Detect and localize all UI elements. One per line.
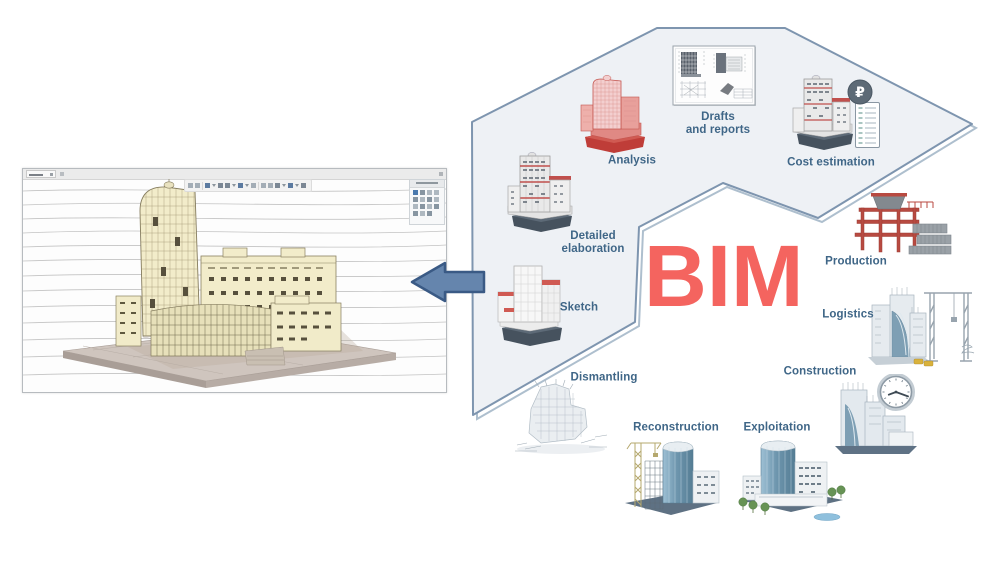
wall-tool-icon (218, 183, 223, 188)
svg-text:₽: ₽ (855, 85, 865, 101)
dismantling-ruin-illustration (515, 379, 608, 454)
undo-icon (188, 183, 193, 188)
redo-icon (195, 183, 200, 188)
polyline-tool-icon[interactable] (427, 197, 432, 202)
stage-label-logistics: Logistics (822, 308, 874, 321)
trim-tool-icon[interactable] (434, 204, 439, 209)
mirror-tool-icon[interactable] (420, 204, 425, 209)
floor-tool-icon (238, 183, 243, 188)
detailed-elaboration-building-illustration (507, 152, 573, 232)
stage-label-construction: Construction (783, 365, 857, 378)
clock-icon (877, 374, 915, 411)
logistics-site-illustration (868, 287, 975, 367)
bim-title: BIM (644, 228, 804, 325)
rotate-tool-icon[interactable] (413, 204, 418, 209)
cad-view-tab[interactable] (26, 170, 56, 178)
object-tool-icon (205, 183, 210, 188)
stage-label-exploitation: Exploitation (743, 421, 811, 434)
offset-tool-icon[interactable] (427, 204, 432, 209)
line-tool-icon[interactable] (434, 190, 439, 195)
dropdown-caret-icon (212, 184, 216, 187)
cad-app-window (22, 168, 447, 393)
cad-toolbar[interactable] (184, 179, 312, 192)
circle-tool-icon[interactable] (420, 197, 425, 202)
info-icon (301, 183, 306, 188)
select-tool-icon[interactable] (413, 190, 418, 195)
rect-tool-icon[interactable] (427, 190, 432, 195)
dropdown-caret-icon (282, 184, 286, 187)
pen-tool-icon[interactable] (420, 190, 425, 195)
measure-tool-icon (288, 183, 293, 188)
tools-panel-header (410, 180, 444, 188)
stage-label-drafts-reports: Drafts and reports (685, 111, 751, 136)
stage-label-sketch: Sketch (559, 301, 599, 314)
pond-icon (813, 513, 841, 521)
ruble-coin-icon: ₽ (847, 79, 873, 105)
cad-3d-viewport[interactable] (23, 179, 446, 392)
drafts-sheet-illustration (672, 45, 756, 106)
stage-label-production: Production (825, 255, 887, 268)
export-to-cad-arrow (410, 261, 486, 303)
cost-estimation-building-illustration (792, 75, 853, 150)
copy-icon (268, 183, 273, 188)
dimension-tool-icon[interactable] (420, 211, 425, 216)
dropdown-caret-icon (295, 184, 299, 187)
stage-label-detailed-elaboration: Detailed elaboration (561, 230, 625, 255)
cad-tools-panel[interactable] (409, 179, 445, 225)
new-tab-icon[interactable] (60, 172, 64, 176)
stage-label-dismantling: Dismantling (570, 371, 638, 384)
column-tool-icon (225, 183, 230, 188)
arc-tool-icon[interactable] (413, 197, 418, 202)
cad-building-model (115, 179, 342, 366)
reconstruction-building-illustration (625, 441, 720, 515)
estimate-sheet-icon (855, 102, 880, 148)
roof-tool-icon (251, 183, 256, 188)
tab-close-icon (50, 173, 53, 176)
paste-icon (275, 183, 280, 188)
scaffolding-icon (644, 460, 664, 510)
construction-site-illustration (835, 374, 917, 454)
cut-icon (261, 183, 266, 188)
text-tool-icon[interactable] (427, 211, 432, 216)
stage-label-reconstruction: Reconstruction (633, 421, 719, 434)
hatch-tool-icon[interactable] (413, 211, 418, 216)
tower-crane-icon (626, 442, 662, 507)
exploitation-building-illustration (738, 440, 846, 521)
stage-label-cost-estimation: Cost estimation (787, 156, 875, 169)
dropdown-caret-icon (232, 184, 236, 187)
sketch-building-illustration (497, 265, 562, 346)
analysis-building-illustration (580, 75, 645, 153)
trees-icon (738, 485, 846, 515)
gantry-crane-icon (924, 292, 972, 362)
spline-tool-icon[interactable] (434, 197, 439, 202)
production-factory-illustration (854, 193, 952, 255)
stage-label-analysis: Analysis (607, 154, 657, 167)
dropdown-caret-icon (245, 184, 249, 187)
window-controls-icon[interactable] (439, 172, 443, 176)
